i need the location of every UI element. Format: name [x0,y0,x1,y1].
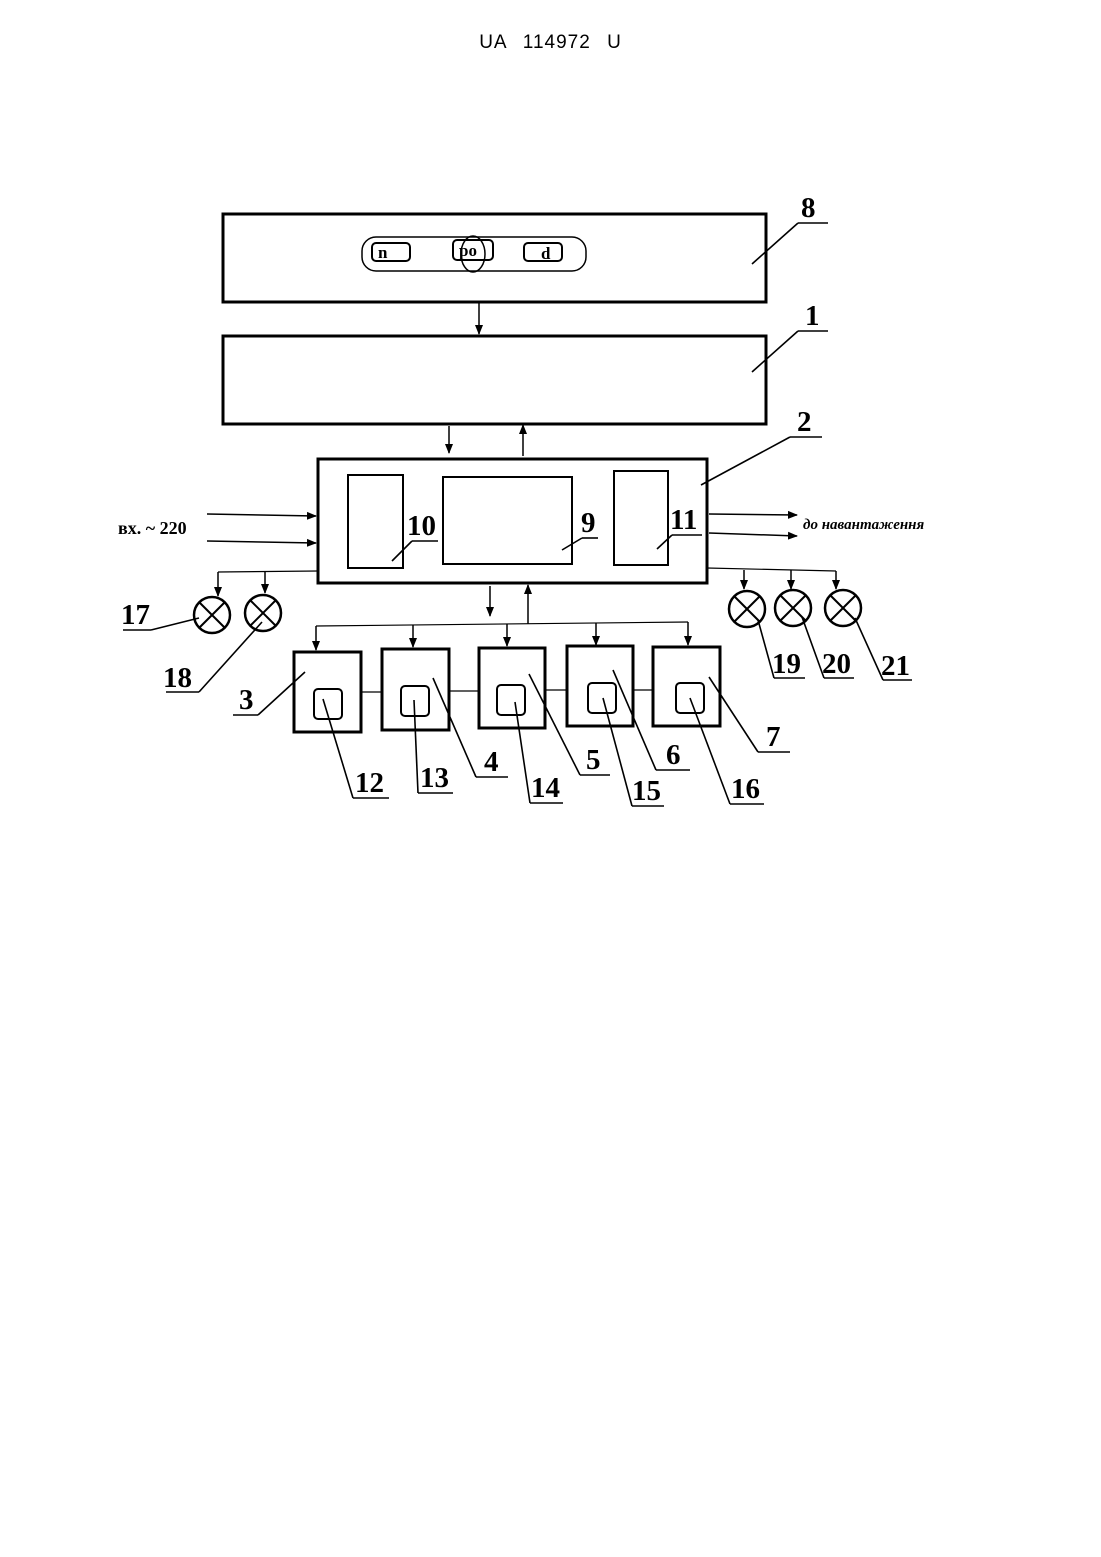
label-18: 18 [163,662,192,694]
block-1 [223,336,766,424]
label-13: 13 [420,762,449,794]
lamp-18 [245,595,281,631]
label-6: 6 [666,739,681,771]
label-7: 7 [766,721,781,753]
output-load-label: до навантаження [803,517,925,533]
label-4: 4 [484,746,499,778]
label-11: 11 [670,504,697,536]
lamp-19 [729,591,765,627]
selector-label-po: po [459,241,477,260]
selector-label-d: d [541,244,551,263]
lamp-17 [194,597,230,633]
block-8 [223,214,766,302]
label-19: 19 [772,648,801,680]
input-voltage-label: вх. ~ 220 [118,518,187,538]
block-11 [614,471,668,565]
label-15: 15 [632,775,661,807]
label-8: 8 [801,192,816,224]
label-5: 5 [586,744,601,776]
label-10: 10 [407,510,436,542]
label-3: 3 [239,684,254,716]
lamp-20 [775,590,811,626]
label-12: 12 [355,767,384,799]
block-14 [497,685,525,715]
block-10 [348,475,403,568]
label-9: 9 [581,507,596,539]
block-7 [653,647,720,726]
label-14: 14 [531,772,560,804]
label-21: 21 [881,650,910,682]
label-17: 17 [121,599,150,631]
block-9 [443,477,572,564]
selector-label-n: n [378,243,388,262]
block-15 [588,683,616,713]
label-2: 2 [797,406,812,438]
label-1: 1 [805,300,820,332]
label-20: 20 [822,648,851,680]
label-16: 16 [731,773,760,805]
